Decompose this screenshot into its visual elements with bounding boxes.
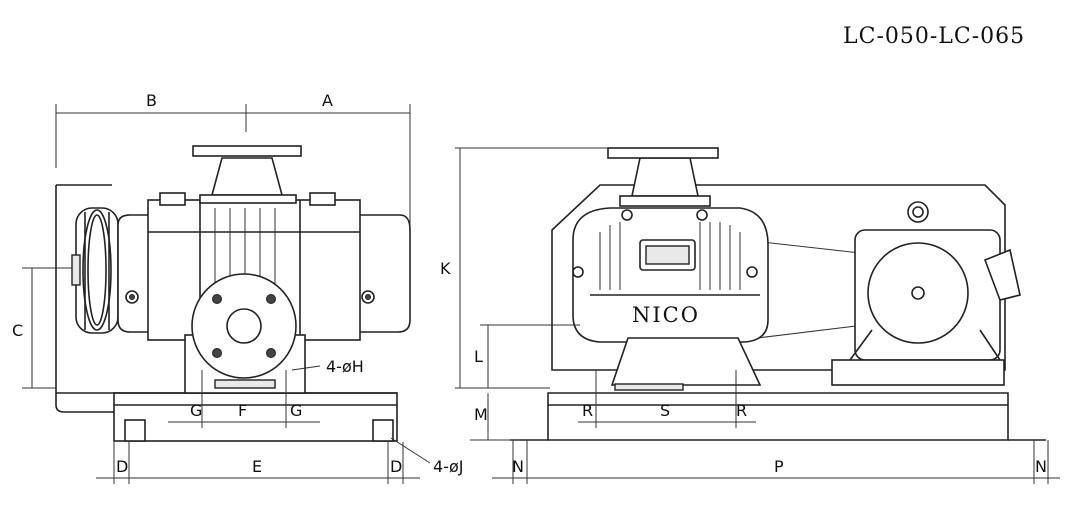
dim-label-N-right: N <box>1035 457 1047 476</box>
dim-label-B: B <box>146 91 157 110</box>
side-base-plate <box>547 392 1009 441</box>
dim-label-G-left: G <box>190 401 202 420</box>
dim-label-K: K <box>440 259 451 278</box>
front-dimensions <box>22 104 431 484</box>
dim-label-P: P <box>774 457 784 476</box>
pulley <box>71 207 119 334</box>
dim-label-L: L <box>474 347 483 366</box>
dim-label-C: C <box>12 321 23 340</box>
dim-label-N-left: N <box>512 457 524 476</box>
dim-label-A: A <box>322 91 333 110</box>
dim-label-S: S <box>660 401 670 420</box>
dim-label-D-right: D <box>390 457 402 476</box>
dim-label-F: F <box>238 401 247 420</box>
motor <box>831 201 1021 386</box>
blower-side: NICO <box>572 147 769 391</box>
front-base-plate <box>113 392 398 442</box>
dim-label-H: 4-øH <box>326 357 364 376</box>
dim-label-D-left: D <box>116 457 128 476</box>
model-title: LC-050-LC-065 <box>843 24 1026 49</box>
side-dimensions <box>455 147 1060 484</box>
dim-label-E: E <box>252 457 262 476</box>
front-view: B A C 4-øH G F G D E D 4-øJ <box>12 91 463 484</box>
dim-label-J: 4-øJ <box>433 457 463 476</box>
brand-label: NICO <box>632 303 700 327</box>
dim-label-G-right: G <box>290 401 302 420</box>
blower-front <box>117 145 411 394</box>
side-view: NICO K L M R S R N P N <box>440 147 1060 484</box>
dim-label-R-left: R <box>582 401 593 420</box>
dim-label-M: M <box>474 405 488 424</box>
dim-label-R-right: R <box>736 401 747 420</box>
